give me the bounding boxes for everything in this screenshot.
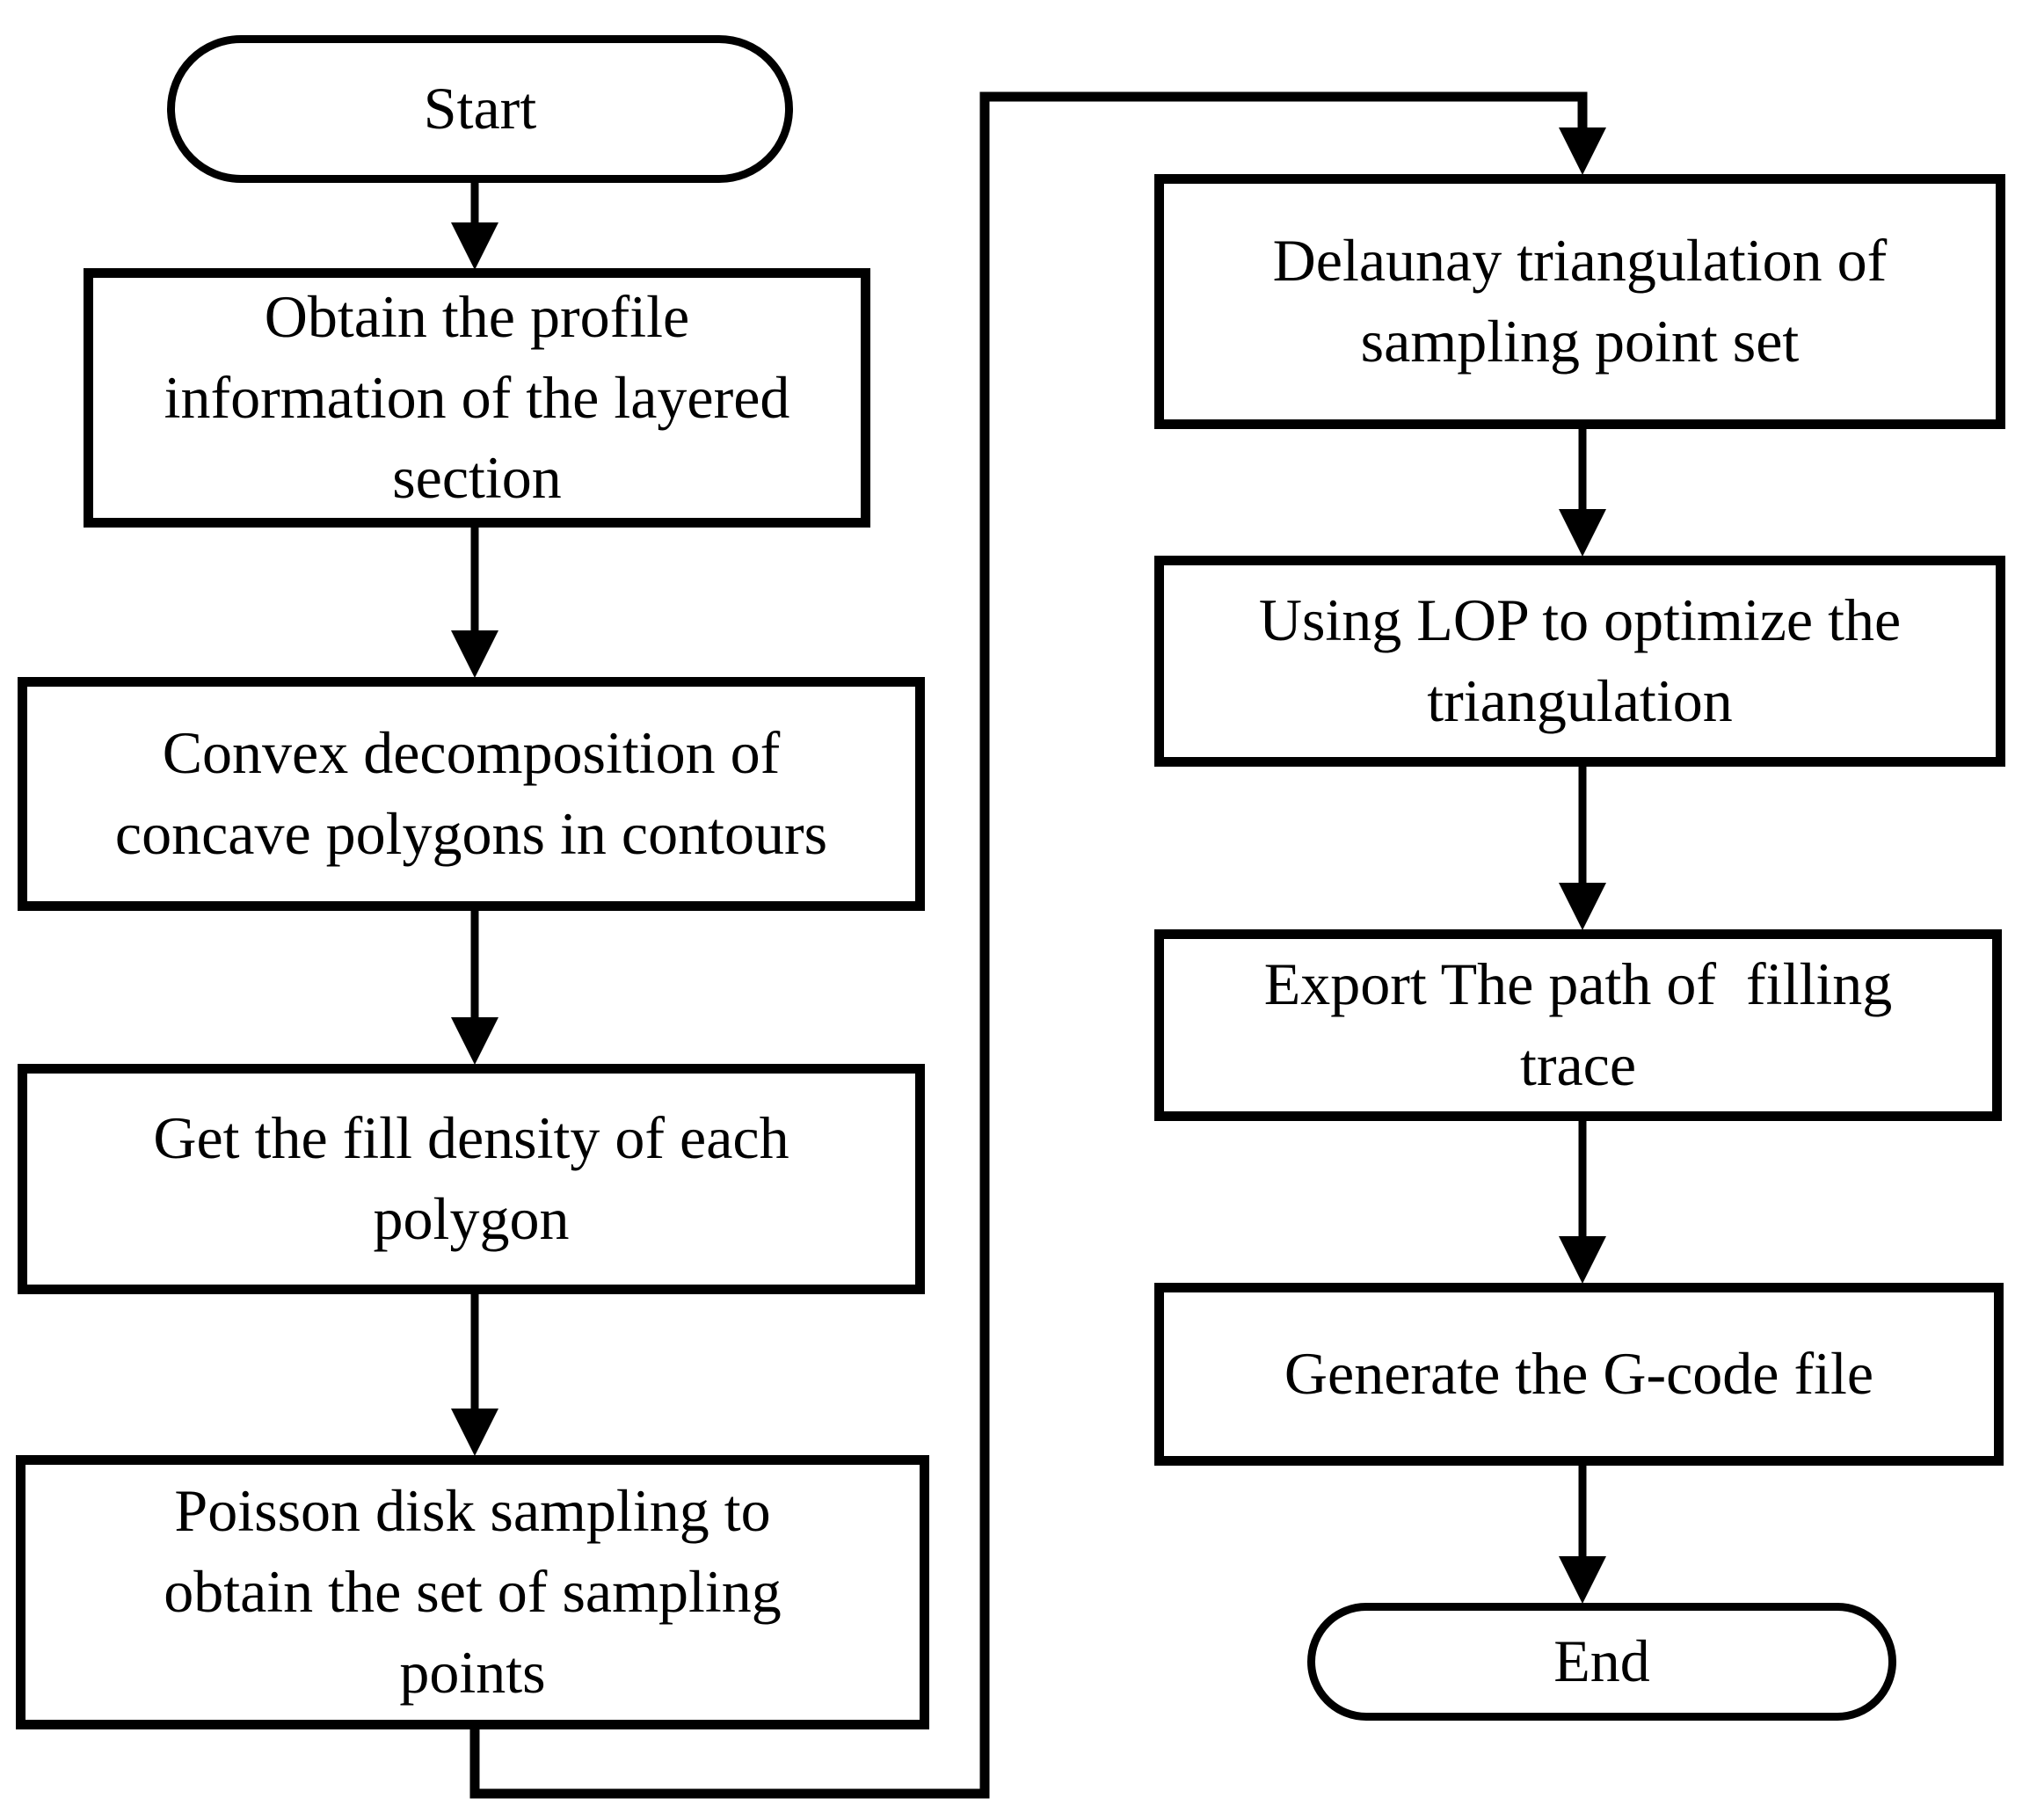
node-fill-density: Get the fill density of each polygon bbox=[18, 1064, 925, 1294]
node-start-label: Start bbox=[423, 75, 537, 142]
arrowhead-obtain-convex bbox=[451, 630, 498, 678]
node-convex-decomposition: Convex decomposition of concave polygons… bbox=[18, 677, 925, 911]
node-export-path: Export The path of filling trace bbox=[1154, 929, 2002, 1121]
arrowhead-delaunay-lop bbox=[1559, 509, 1606, 557]
arrowhead-poisson-delaunay bbox=[1559, 127, 1606, 175]
node-delaunay-triangulation-label: Delaunay triangulation of sampling point… bbox=[1272, 227, 1902, 375]
node-generate-gcode: Generate the G-code file bbox=[1154, 1283, 2004, 1466]
node-fill-density-label: Get the fill density of each polygon bbox=[153, 1104, 804, 1252]
node-obtain-profile-label: Obtain the profile information of the la… bbox=[164, 282, 805, 512]
node-obtain-profile: Obtain the profile information of the la… bbox=[84, 268, 870, 528]
node-end: End bbox=[1307, 1603, 1896, 1721]
node-end-label: End bbox=[1553, 1627, 1650, 1695]
node-poisson-sampling-label: Poisson disk sampling to obtain the set … bbox=[164, 1477, 797, 1706]
arrowhead-export-generate bbox=[1559, 1236, 1606, 1284]
node-lop-optimize: Using LOP to optimize the triangulation bbox=[1154, 556, 2005, 767]
node-start: Start bbox=[167, 35, 793, 183]
arrowhead-start-obtain bbox=[451, 222, 498, 270]
connector-poisson-delaunay bbox=[469, 91, 1588, 1799]
arrowhead-convex-density bbox=[451, 1017, 498, 1065]
node-poisson-sampling: Poisson disk sampling to obtain the set … bbox=[16, 1455, 929, 1729]
node-generate-gcode-label: Generate the G-code file bbox=[1284, 1340, 1874, 1408]
node-lop-optimize-label: Using LOP to optimize the triangulation bbox=[1258, 586, 1917, 734]
node-export-path-label: Export The path of filling trace bbox=[1263, 950, 1908, 1098]
node-delaunay-triangulation: Delaunay triangulation of sampling point… bbox=[1154, 174, 2005, 429]
arrowhead-lop-export bbox=[1559, 883, 1606, 930]
node-convex-decomposition-label: Convex decomposition of concave polygons… bbox=[114, 719, 828, 867]
arrowhead-density-poisson bbox=[451, 1409, 498, 1456]
arrowhead-generate-end bbox=[1559, 1556, 1606, 1604]
